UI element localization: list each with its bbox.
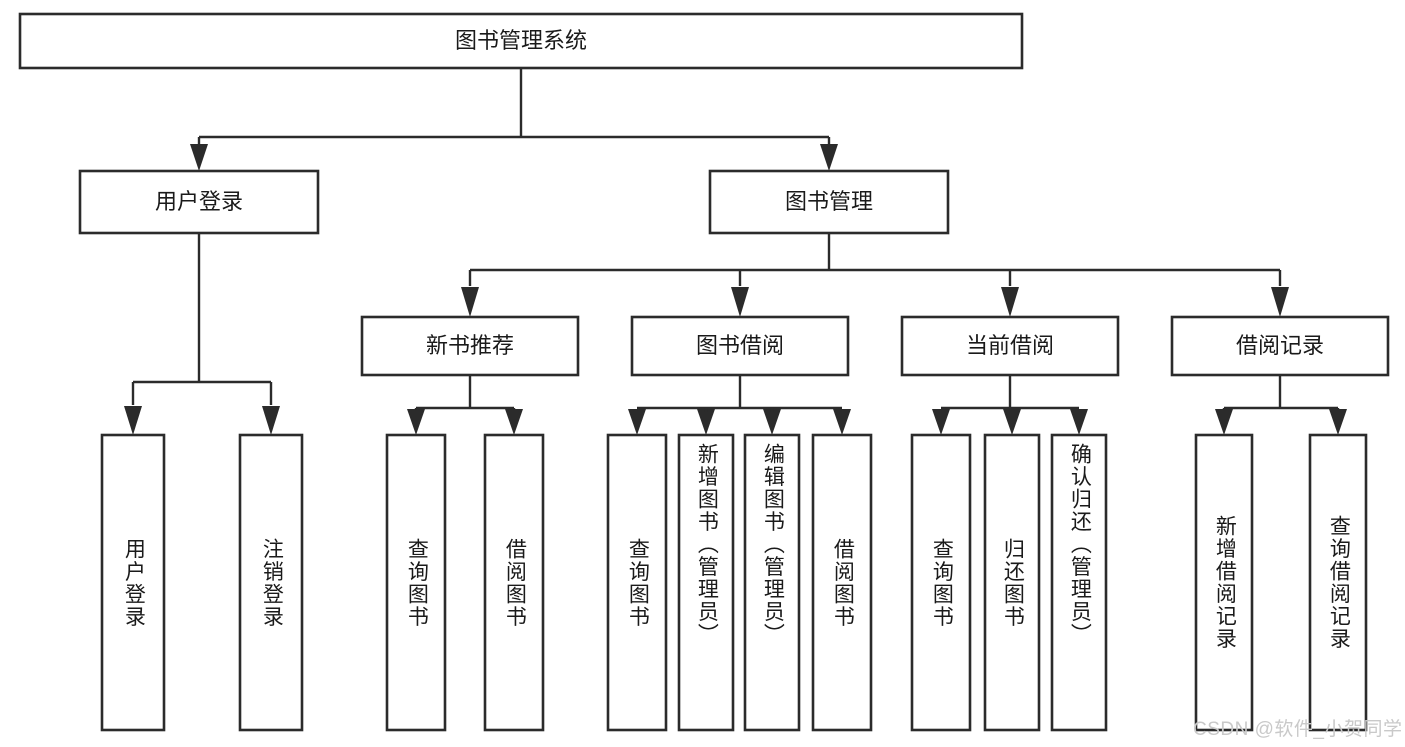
arrow-to-leaf-return-book <box>1003 409 1021 435</box>
node-box-book-borrow[interactable] <box>630 315 850 377</box>
arrow-to-leaf-query-book-borrow <box>628 409 646 435</box>
arrow-to-leaf-borrow-book-rec <box>505 409 523 435</box>
node-label-book-management: 图书管理 <box>785 189 873 214</box>
node-box-borrow-records[interactable] <box>1170 315 1390 377</box>
node-box-leaf-query-borrow-record[interactable] <box>1308 433 1368 732</box>
node-box-current-borrow[interactable] <box>900 315 1120 377</box>
node-box-leaf-user-login[interactable] <box>100 433 166 732</box>
arrow-to-current-borrow <box>1001 287 1019 317</box>
node-box-leaf-return-book[interactable] <box>983 433 1041 732</box>
node-box-leaf-query-book-rec[interactable] <box>385 433 447 732</box>
node-box-leaf-query-book-current[interactable] <box>910 433 972 732</box>
node-box-leaf-confirm-return[interactable] <box>1050 433 1108 732</box>
arrow-to-book-borrow <box>731 287 749 317</box>
arrow-to-leaf-user-logout <box>262 406 280 435</box>
node-label-current-borrow: 当前借阅 <box>966 333 1054 358</box>
arrow-to-leaf-add-book <box>697 409 715 435</box>
arrow-to-leaf-borrow-book <box>833 409 851 435</box>
arrow-to-leaf-edit-book <box>763 409 781 435</box>
node-label-borrow-records: 借阅记录 <box>1236 333 1324 358</box>
arrow-to-leaf-confirm-return <box>1070 409 1088 435</box>
csdn-watermark: CSDN @软件_小贺同学 <box>1193 719 1403 740</box>
node-box-leaf-edit-book[interactable] <box>743 433 801 732</box>
node-label-root: 图书管理系统 <box>455 28 587 53</box>
node-box-leaf-add-borrow-record[interactable] <box>1194 433 1254 732</box>
connector-layer <box>124 68 1347 435</box>
node-box-leaf-borrow-book-rec[interactable] <box>483 433 545 732</box>
node-box-book-management[interactable] <box>708 169 950 235</box>
node-box-user-login[interactable] <box>78 169 320 235</box>
arrow-to-leaf-query-borrow-record <box>1329 409 1347 435</box>
arrow-to-leaf-add-borrow-record <box>1215 409 1233 435</box>
node-label-new-book-recommend: 新书推荐 <box>426 333 514 358</box>
node-box-leaf-borrow-book[interactable] <box>811 433 873 732</box>
node-label-book-borrow: 图书借阅 <box>696 333 784 358</box>
node-box-root[interactable] <box>18 12 1024 70</box>
node-layer: 图书管理系统 用户登录 图书管理 新书推荐 图书借阅 当前借阅 借阅记录 <box>18 12 1390 732</box>
node-box-new-book-recommend[interactable] <box>360 315 580 377</box>
node-box-leaf-user-logout[interactable] <box>238 433 304 732</box>
node-label-user-login: 用户登录 <box>155 189 243 214</box>
arrow-to-leaf-query-book-rec <box>407 409 425 435</box>
arrow-to-new-book-recommend <box>461 287 479 317</box>
arrow-to-book-management <box>820 144 838 171</box>
arrow-to-leaf-user-login <box>124 406 142 435</box>
arrow-to-user-login <box>190 144 208 171</box>
arrow-to-borrow-records <box>1271 287 1289 317</box>
node-box-leaf-query-book-borrow[interactable] <box>606 433 668 732</box>
node-box-leaf-add-book[interactable] <box>677 433 735 732</box>
arrow-to-leaf-query-book-current <box>932 409 950 435</box>
